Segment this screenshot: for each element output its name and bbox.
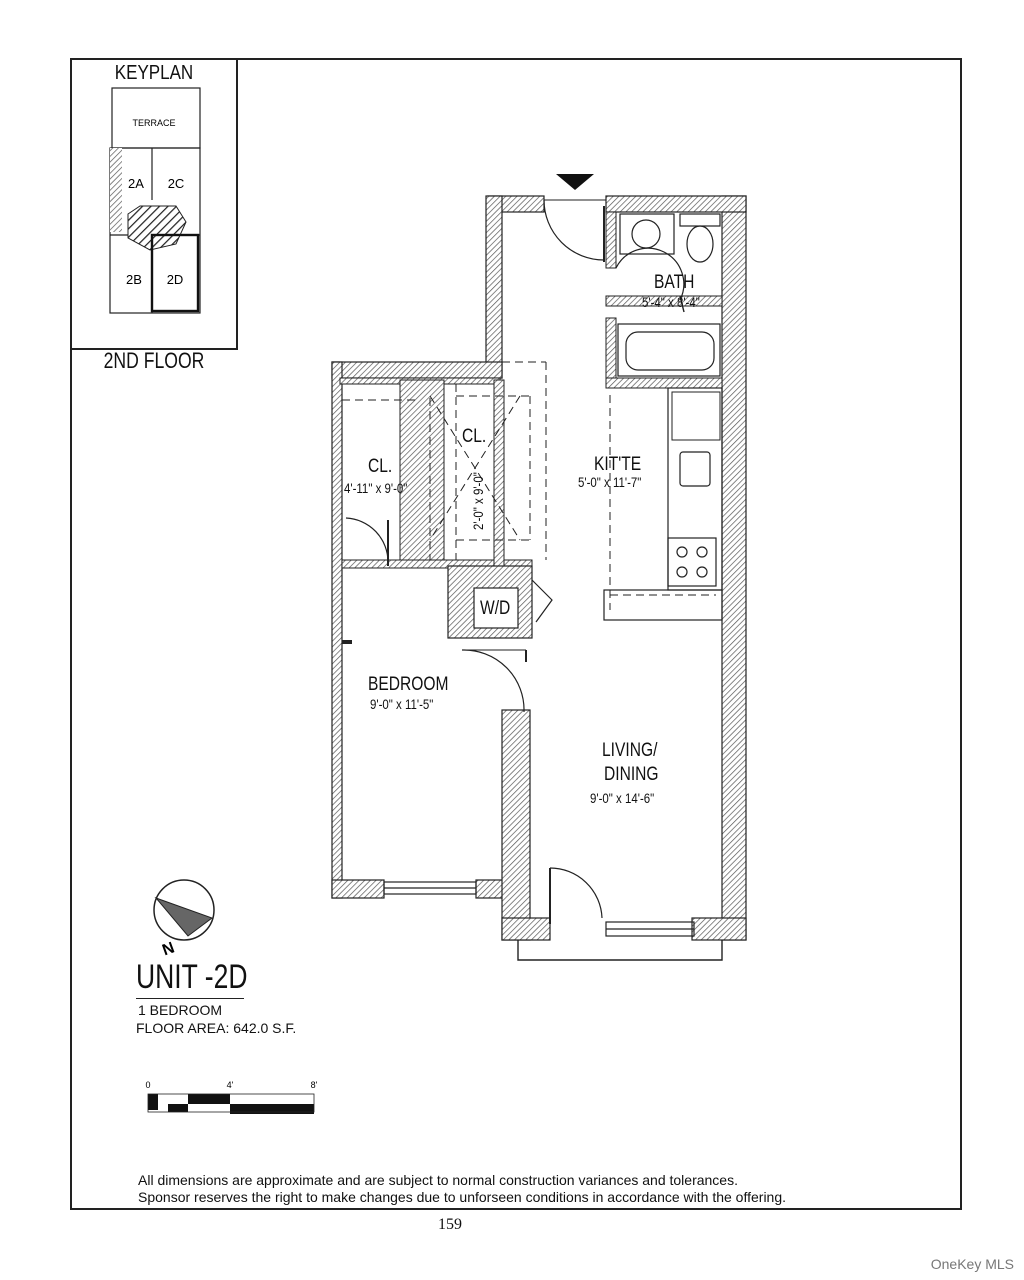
bath-name: BATH [654, 272, 695, 293]
doors [345, 199, 685, 924]
keyplan-unit-2c: 2C [168, 176, 185, 191]
compass-icon: N [153, 879, 215, 959]
washer-dryer-label: W/D [480, 598, 511, 619]
living-name-line2: DINING [604, 764, 659, 785]
compass-north-label: N [160, 939, 177, 959]
keyplan-unit-highlight [150, 233, 200, 313]
page-number: 159 [438, 1216, 462, 1233]
disclaimer-line-2: Sponsor reserves the right to make chang… [138, 1189, 787, 1205]
scale-label-0: 0 [145, 1080, 150, 1090]
keyplan-title: KEYPLAN [114, 62, 194, 84]
scale-label-8: 8' [311, 1080, 318, 1090]
closet-mid-dim: 2'-0" x 9'-0" [470, 472, 486, 530]
watermark: OneKey MLS [930, 1256, 1014, 1272]
kitchen-fixtures [603, 387, 723, 621]
living-dim: 9'-0" x 14'-6" [590, 790, 655, 806]
keyplan-drawing: TERRACE 2A 2C 2B 2D [109, 87, 201, 314]
closet-mid-name: CL. [462, 426, 487, 447]
plan-walls [331, 195, 747, 961]
sheet-border [70, 58, 962, 1210]
unit-title: UNIT -2D [136, 958, 248, 996]
entry-arrow-icon [556, 174, 594, 190]
bathtub [617, 323, 721, 377]
unit-floor-area: FLOOR AREA: 642.0 S.F. [136, 1020, 297, 1036]
bedroom-name: BEDROOM [368, 674, 449, 695]
disclaimer: All dimensions are approximate and are s… [138, 1172, 786, 1206]
keyplan-terrace-label: TERRACE [132, 118, 175, 128]
kitchen-sink [679, 451, 711, 487]
keyplan-box [70, 58, 238, 350]
disclaimer-line-1: All dimensions are approximate and are s… [138, 1172, 738, 1188]
closet-left-name: CL. [368, 456, 393, 477]
toilet [679, 213, 721, 227]
keyplan-unit-2b: 2B [126, 272, 142, 287]
closet-left-dim: 4'-11" x 9'-0" [344, 480, 408, 496]
unit-title-rule [136, 998, 244, 999]
stove [667, 537, 717, 587]
unit-type: 1 BEDROOM [138, 1002, 223, 1018]
scale-label-4: 4' [227, 1080, 234, 1090]
keyplan-unit-2d: 2D [167, 272, 184, 287]
bath-sink [619, 213, 675, 255]
bedroom-dim: 9'-0" x 11'-5" [370, 696, 434, 712]
kitchenette-name: KIT'TE [594, 454, 642, 475]
bath-dim: 5'-4" x 8'-4" [642, 294, 700, 310]
plan-dashed-lines [342, 361, 716, 610]
kitchenette-dim: 5'-0" x 11'-7" [578, 474, 642, 490]
windows [383, 881, 695, 937]
keyplan-unit-2a: 2A [128, 176, 144, 191]
floor-label: 2ND FLOOR [103, 348, 205, 373]
scale-bar: 0 4' 8' [145, 1080, 318, 1114]
bath-fixtures [617, 213, 721, 377]
living-name-line1: LIVING/ [602, 740, 658, 761]
